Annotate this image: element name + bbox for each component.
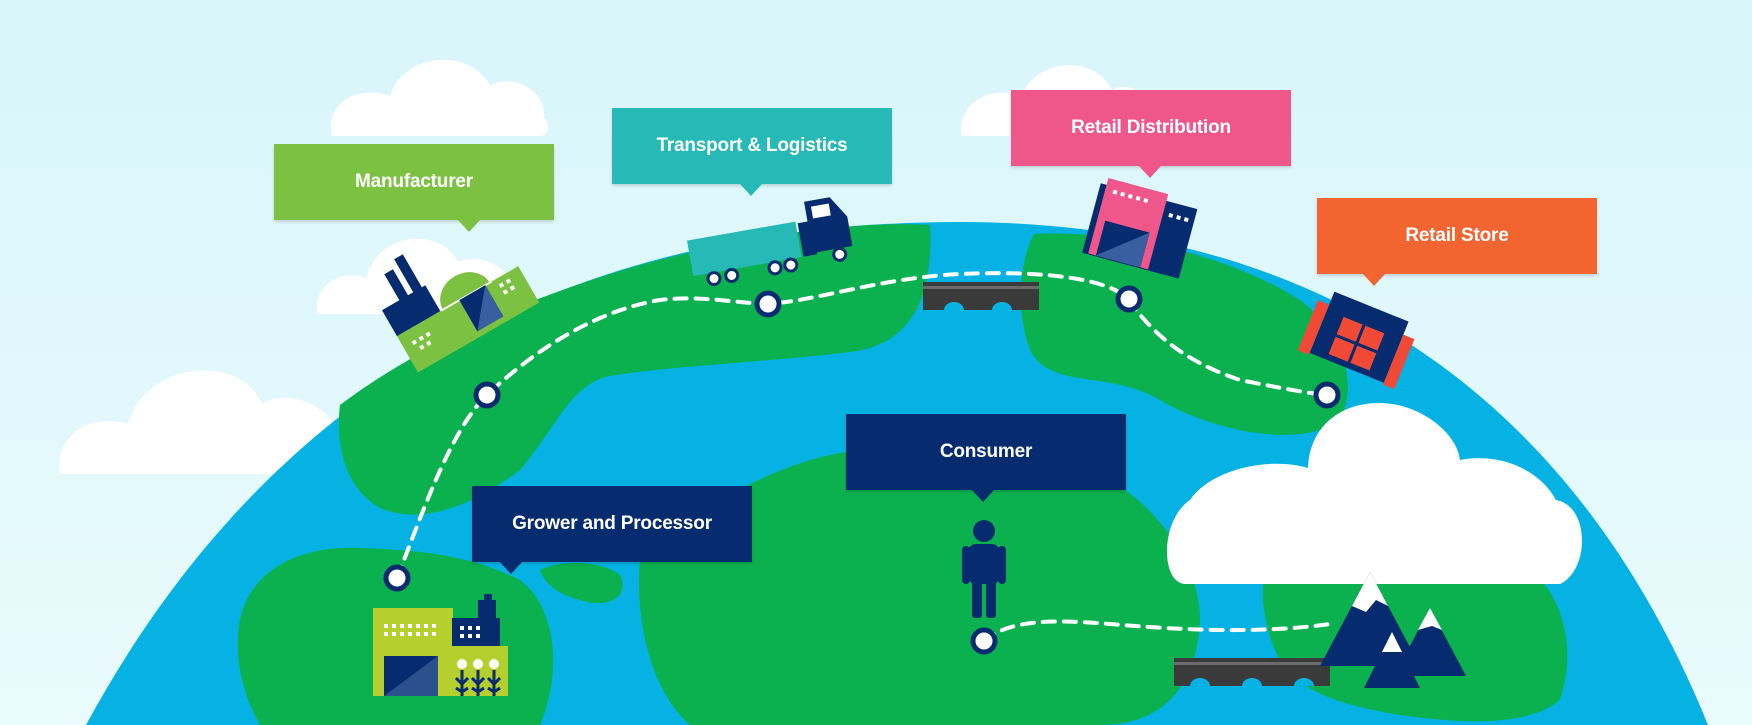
store-icon [1297, 291, 1415, 390]
warehouse-icon [1082, 178, 1198, 279]
callout-manufacturer: Manufacturer [274, 144, 554, 232]
bridge-icon [923, 282, 1039, 310]
mountains-icon [1320, 572, 1466, 688]
callout-pointer [458, 220, 480, 232]
truck-icon [687, 197, 853, 287]
route-nodes [383, 285, 1341, 655]
person-icon [962, 520, 1006, 618]
callout-retail-store: Retail Store [1317, 198, 1597, 286]
callout-label: Transport & Logistics [656, 135, 848, 156]
bridge-icon [1174, 658, 1330, 686]
callout-pointer [1139, 166, 1161, 178]
callout-pointer [740, 184, 762, 196]
callout-pointer [1363, 274, 1385, 286]
farm-icon [373, 594, 508, 696]
callout-pointer [500, 562, 522, 574]
callout-label: Grower and Processor [512, 513, 712, 534]
callout-label: Consumer [939, 441, 1033, 462]
callout-label: Retail Distribution [1071, 117, 1231, 138]
callout-transport-logistics: Transport & Logistics [612, 108, 892, 196]
callout-grower-processor: Grower and Processor [472, 486, 752, 574]
supply-route [395, 271, 1332, 643]
callout-label: Retail Store [1405, 225, 1509, 246]
factory-icon [381, 254, 540, 373]
foreground-cloud [1166, 403, 1583, 584]
callout-pointer [972, 490, 994, 502]
callout-consumer: Consumer [846, 414, 1126, 502]
callout-retail-distribution: Retail Distribution [1011, 90, 1291, 178]
callout-label: Manufacturer [355, 171, 473, 192]
